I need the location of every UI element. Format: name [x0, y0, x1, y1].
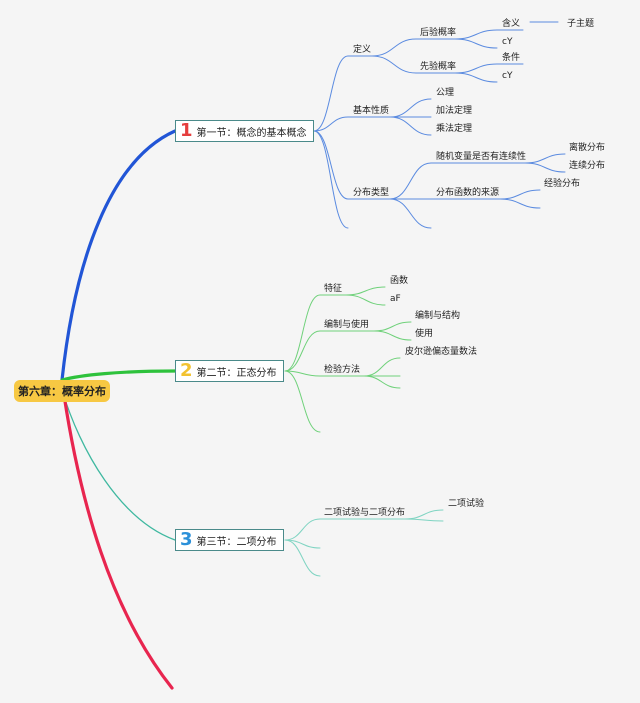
section-2-label: 第二节：正态分布	[196, 367, 277, 379]
main-branch-3	[61, 389, 176, 541]
node-subtopic[interactable]: 子主题	[567, 19, 595, 29]
node-posterior-meaning[interactable]: 含义	[502, 19, 521, 29]
connector-28	[499, 189, 541, 200]
node-distribution-type[interactable]: 分布类型	[353, 188, 390, 198]
node-posterior-probability[interactable]: 后验概率	[420, 28, 457, 38]
connector-7	[371, 38, 417, 57]
connector-38	[345, 294, 386, 306]
root-node[interactable]: 第六章：概率分布	[14, 380, 110, 402]
connector-9	[371, 55, 417, 74]
connector-40	[373, 330, 412, 341]
node-basic-properties[interactable]: 基本性质	[353, 106, 390, 116]
section-3-label: 第三节：二项分布	[196, 536, 277, 548]
connector-16	[454, 72, 498, 83]
connector-13	[454, 38, 498, 49]
root-label: 第六章：概率分布	[18, 385, 106, 398]
node-compile-use[interactable]: 编制与使用	[324, 320, 370, 330]
connector-14	[454, 63, 498, 74]
node-axiom[interactable]: 公理	[436, 88, 455, 98]
node-discrete-distribution[interactable]: 离散分布	[569, 143, 606, 153]
connector-25	[389, 198, 432, 229]
node-addition-theorem[interactable]: 加法定理	[436, 106, 473, 116]
connector-41	[363, 357, 401, 377]
connector-39	[373, 321, 412, 332]
node-test-method[interactable]: 检验方法	[324, 365, 361, 375]
connector-21	[389, 162, 432, 200]
connector-4	[313, 130, 349, 200]
node-posterior-cy[interactable]: cY	[502, 37, 513, 47]
connector-32	[284, 330, 321, 372]
connector-11	[454, 29, 498, 40]
node-continuous-distribution[interactable]: 连续分布	[569, 161, 606, 171]
node-distribution-function-source[interactable]: 分布函数的来源	[436, 188, 500, 198]
main-branch-2	[60, 369, 177, 382]
connector-47	[284, 539, 321, 577]
connector-6	[313, 130, 349, 229]
node-feature[interactable]: 特征	[324, 284, 343, 294]
node-definition[interactable]: 定义	[353, 45, 372, 55]
node-prior-condition[interactable]: 条件	[502, 53, 521, 63]
node-pearson-skewness[interactable]: 皮尔逊偏态量数法	[405, 347, 478, 357]
node-use[interactable]: 使用	[415, 329, 434, 339]
node-function[interactable]: 函数	[390, 276, 409, 286]
connector-43	[363, 375, 401, 389]
connector-29	[499, 198, 541, 209]
connector-36	[284, 370, 321, 433]
connector-2	[313, 116, 349, 132]
connector-48	[404, 509, 444, 520]
connector-49	[404, 518, 444, 522]
node-binomial-trial[interactable]: 二项试验	[448, 499, 485, 509]
connector-26	[524, 153, 566, 164]
section-1-node[interactable]: 1 第一节：概念的基本概念	[175, 120, 314, 142]
connector-37	[345, 286, 386, 296]
section-2-node[interactable]: 2 第二节：正态分布	[175, 360, 284, 382]
node-multiplication-theorem[interactable]: 乘法定理	[436, 124, 473, 134]
node-compile-structure[interactable]: 编制与结构	[415, 311, 461, 321]
connector-18	[389, 98, 432, 118]
connector-27	[524, 162, 566, 173]
connector-34	[284, 370, 321, 377]
main-branch-1	[60, 129, 177, 382]
connector-20	[389, 116, 432, 136]
main-branch-4	[62, 393, 174, 690]
node-prior-probability[interactable]: 先验概率	[420, 62, 457, 72]
node-rv-continuity[interactable]: 随机变量是否有连续性	[436, 152, 527, 162]
connector-44	[284, 518, 321, 541]
section-1-number: 1	[180, 120, 193, 141]
node-af[interactable]: aF	[390, 294, 401, 304]
node-prior-cy[interactable]: cY	[502, 71, 513, 81]
section-3-node[interactable]: 3 第三节：二项分布	[175, 529, 284, 551]
node-empirical-distribution[interactable]: 经验分布	[544, 179, 581, 189]
connector-0	[313, 55, 349, 132]
section-2-number: 2	[180, 360, 193, 381]
connector-30	[284, 294, 321, 372]
section-1-label: 第一节：概念的基本概念	[196, 127, 307, 139]
node-binomial-trial-distribution[interactable]: 二项试验与二项分布	[324, 508, 406, 518]
section-3-number: 3	[180, 529, 193, 550]
